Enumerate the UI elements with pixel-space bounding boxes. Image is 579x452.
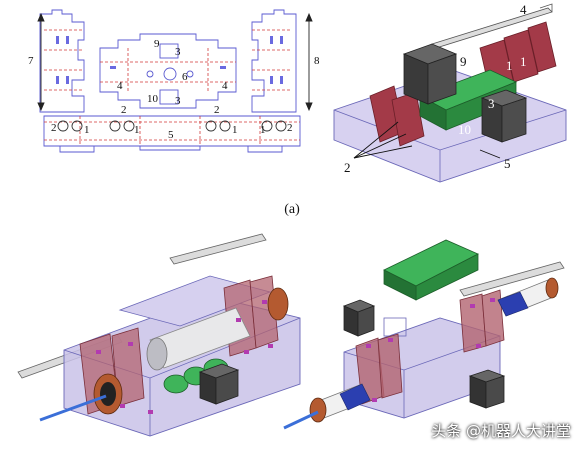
label-4-left: 4	[117, 80, 123, 92]
figure-caption: (a)	[284, 202, 300, 217]
label-2-c: 2	[214, 104, 220, 116]
label-1-b: 1	[134, 124, 140, 136]
flat-pattern-circles	[57, 120, 287, 132]
assembly-label-3: 3	[488, 96, 495, 111]
label-2-d: 2	[287, 122, 293, 134]
flat-pattern-diagram	[39, 9, 301, 153]
label-3-top: 3	[175, 46, 181, 58]
assembly-label-5: 5	[504, 156, 511, 171]
label-2-b: 2	[121, 104, 127, 116]
label-3-bottom: 3	[175, 95, 181, 107]
watermark: 头条 @机器人大讲堂	[431, 422, 571, 440]
assembly-label-1-a: 1	[506, 58, 513, 73]
assembly-diagram: 9 1 1 4 3 10 2 5	[333, 2, 567, 183]
exploded-assembly	[283, 239, 565, 430]
label-8: 8	[314, 55, 320, 67]
label-5: 5	[168, 129, 174, 141]
label-1-a: 1	[84, 124, 90, 136]
flat-pattern-dashes	[44, 29, 300, 146]
label-7: 7	[28, 55, 34, 67]
label-9: 9	[154, 38, 160, 50]
dimension-arrows	[37, 12, 313, 112]
label-6: 6	[182, 71, 188, 83]
label-10: 10	[147, 93, 159, 105]
assembly-label-1-b: 1	[520, 54, 527, 69]
bottom-left-assembly	[17, 233, 301, 437]
label-2-a: 2	[51, 122, 57, 134]
assembly-label-9: 9	[460, 54, 467, 69]
flat-pattern-labels: 7 8 9 3 4 4 6 10 3 2 1 2 1 5 2 1 1 2	[28, 38, 320, 141]
label-4-right: 4	[222, 80, 228, 92]
label-1-d: 1	[260, 124, 266, 136]
assembly-label-10: 10	[458, 122, 471, 137]
assembly-label-4: 4	[520, 2, 527, 17]
flat-pattern-slots	[56, 36, 283, 84]
assembly-label-2: 2	[344, 160, 351, 175]
label-1-c: 1	[232, 124, 238, 136]
